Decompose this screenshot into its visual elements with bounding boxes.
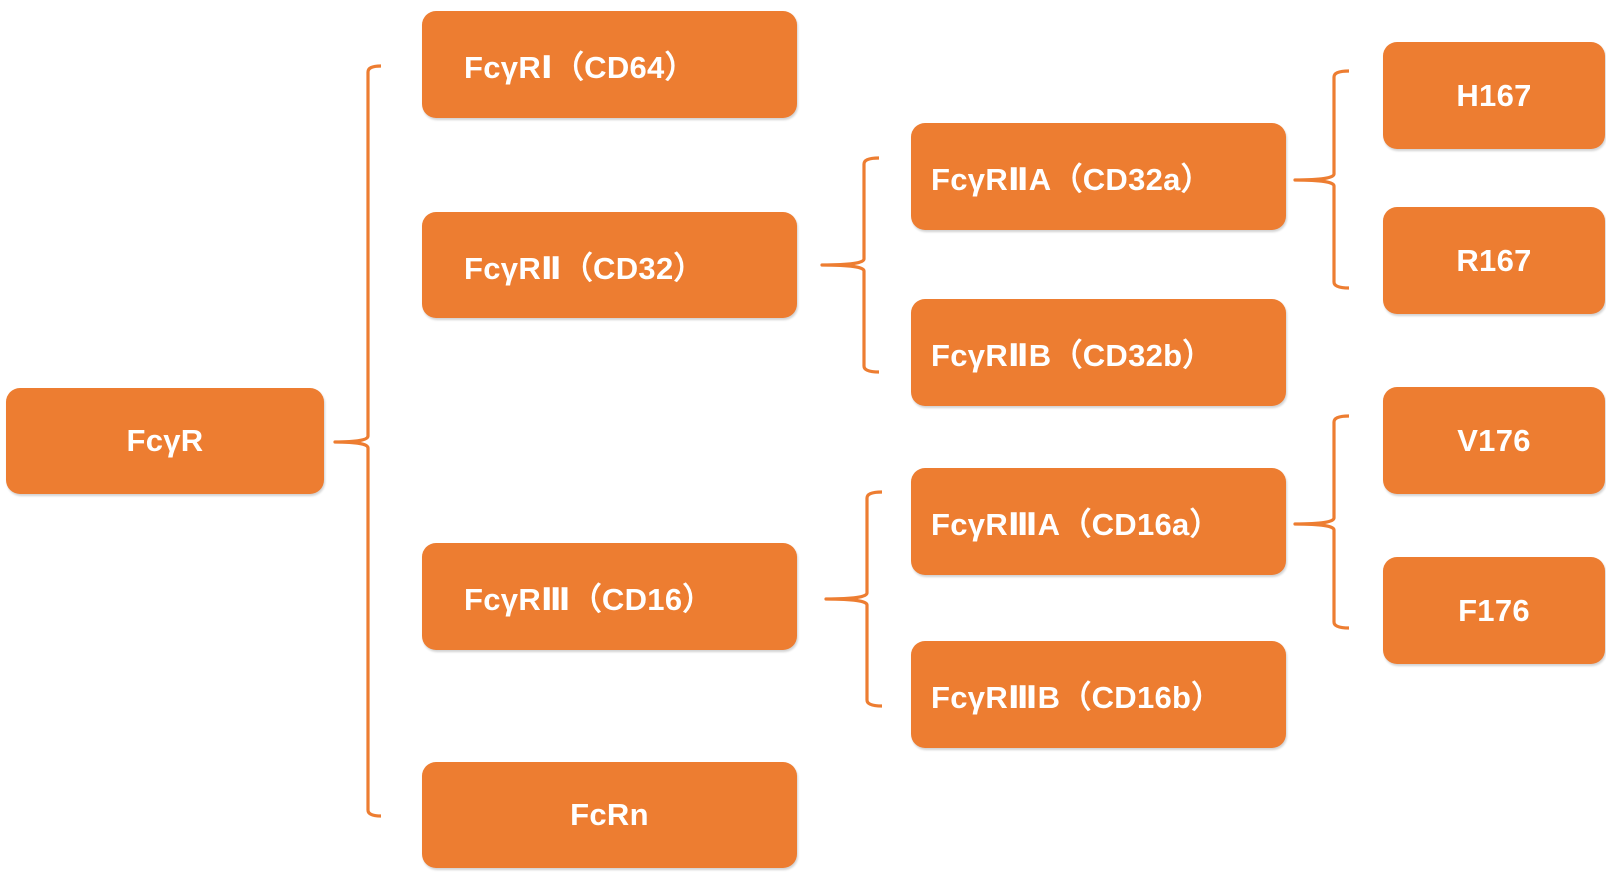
node-allele-h167: H167 bbox=[1383, 42, 1605, 149]
node-fcgr2b-cd32b: FcγRⅡB（CD32b） bbox=[911, 299, 1286, 406]
bracket-root-to-level1 bbox=[333, 64, 382, 818]
node-allele-v176: V176 bbox=[1383, 387, 1605, 494]
node-fcgr3b-cd16b: FcγRⅢB（CD16b） bbox=[911, 641, 1286, 748]
bracket-cd32-to-subtypes bbox=[820, 156, 880, 374]
node-fcrn: FcRn bbox=[422, 762, 797, 868]
node-fcgr3-cd16: FcγRⅢ（CD16） bbox=[422, 543, 797, 650]
node-allele-r167: R167 bbox=[1383, 207, 1605, 314]
node-fcgr3a-cd16a: FcγRⅢA（CD16a） bbox=[911, 468, 1286, 575]
node-fcgr2-cd32: FcγRⅡ（CD32） bbox=[422, 212, 797, 318]
node-fcgr-root: FcγR bbox=[6, 388, 324, 494]
node-allele-f176: F176 bbox=[1383, 557, 1605, 664]
bracket-cd16a-to-alleles bbox=[1293, 414, 1350, 630]
node-fcgr2a-cd32a: FcγRⅡA（CD32a） bbox=[911, 123, 1286, 230]
node-fcgr1-cd64: FcγRⅠ（CD64） bbox=[422, 11, 797, 118]
bracket-cd16-to-subtypes bbox=[824, 490, 883, 708]
bracket-cd32a-to-alleles bbox=[1293, 69, 1350, 290]
